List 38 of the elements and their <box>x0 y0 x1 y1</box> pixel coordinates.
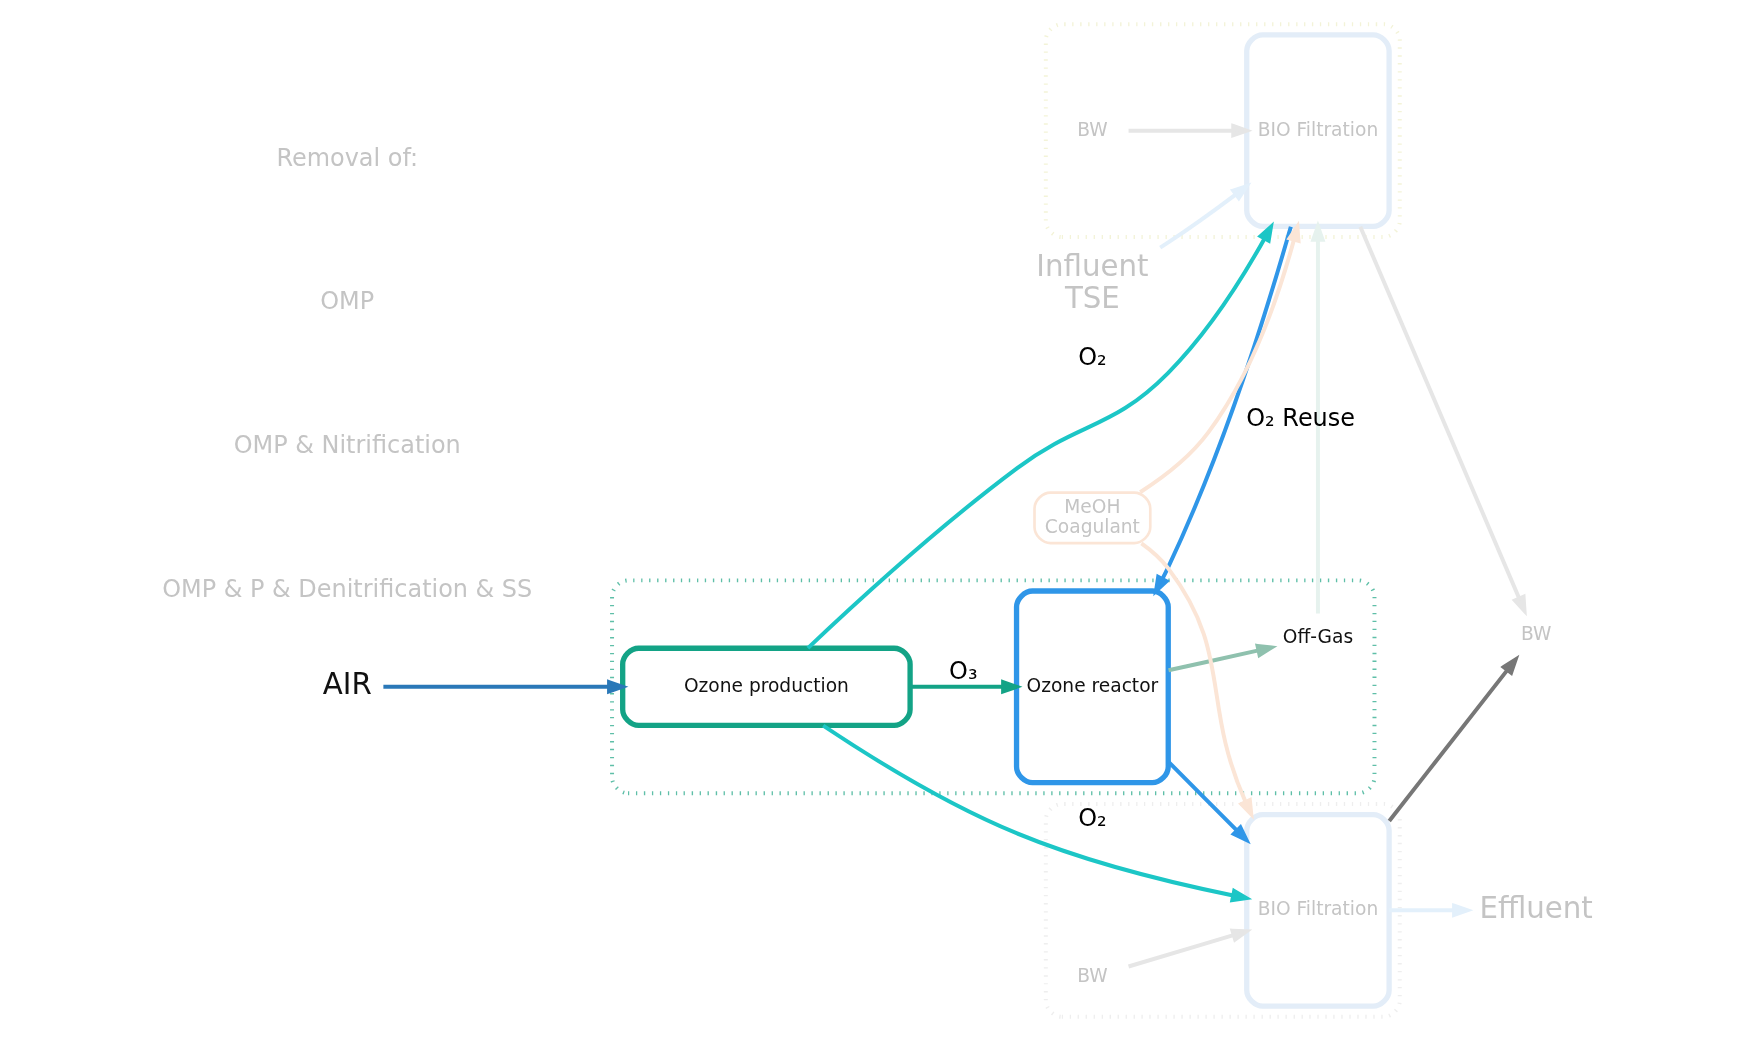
node-text: BW <box>1077 964 1108 986</box>
arrow <box>1159 182 1252 250</box>
node-box: BIO Filtration <box>1244 811 1392 1009</box>
arrow <box>383 679 629 695</box>
node-text: AIR <box>322 667 372 702</box>
arrow <box>1140 541 1254 820</box>
edge-label: O₂ Reuse <box>1246 403 1355 432</box>
arrow <box>910 679 1023 695</box>
arrow <box>1389 902 1474 918</box>
arrow <box>1310 220 1326 614</box>
node-text: Effluent <box>1479 890 1593 925</box>
arrow <box>1139 220 1301 494</box>
cluster <box>610 578 1377 796</box>
label: OMP & Nitrification <box>233 431 461 460</box>
node-text: BW <box>1520 622 1552 644</box>
label: Removal of: <box>276 143 419 172</box>
arrow <box>1128 123 1253 139</box>
edge-label: O₂ <box>1078 343 1107 372</box>
arrow <box>1387 654 1520 823</box>
node-box: BIO Filtration <box>1244 32 1392 230</box>
arrow <box>806 221 1274 650</box>
edge-label: O₃ <box>949 657 978 686</box>
arrow <box>822 723 1253 903</box>
label: OMP & P & Denitrification & SS <box>162 574 533 603</box>
edge-label: O₂ <box>1078 803 1107 832</box>
arrow <box>1153 226 1293 597</box>
node-text: Influent TSE <box>1036 249 1149 316</box>
arrow <box>1358 225 1527 617</box>
arrow <box>1167 760 1251 845</box>
node-text: BW <box>1077 118 1108 140</box>
node-box: Ozone production <box>620 645 913 729</box>
arrow <box>1127 928 1253 969</box>
arrow <box>1168 643 1278 673</box>
node-text: Off-Gas <box>1282 625 1354 647</box>
node-box: Ozone reactor <box>1013 588 1171 786</box>
node-box: MeOH Coagulant <box>1033 491 1152 545</box>
cluster <box>1043 801 1402 1019</box>
label: OMP <box>320 287 375 316</box>
